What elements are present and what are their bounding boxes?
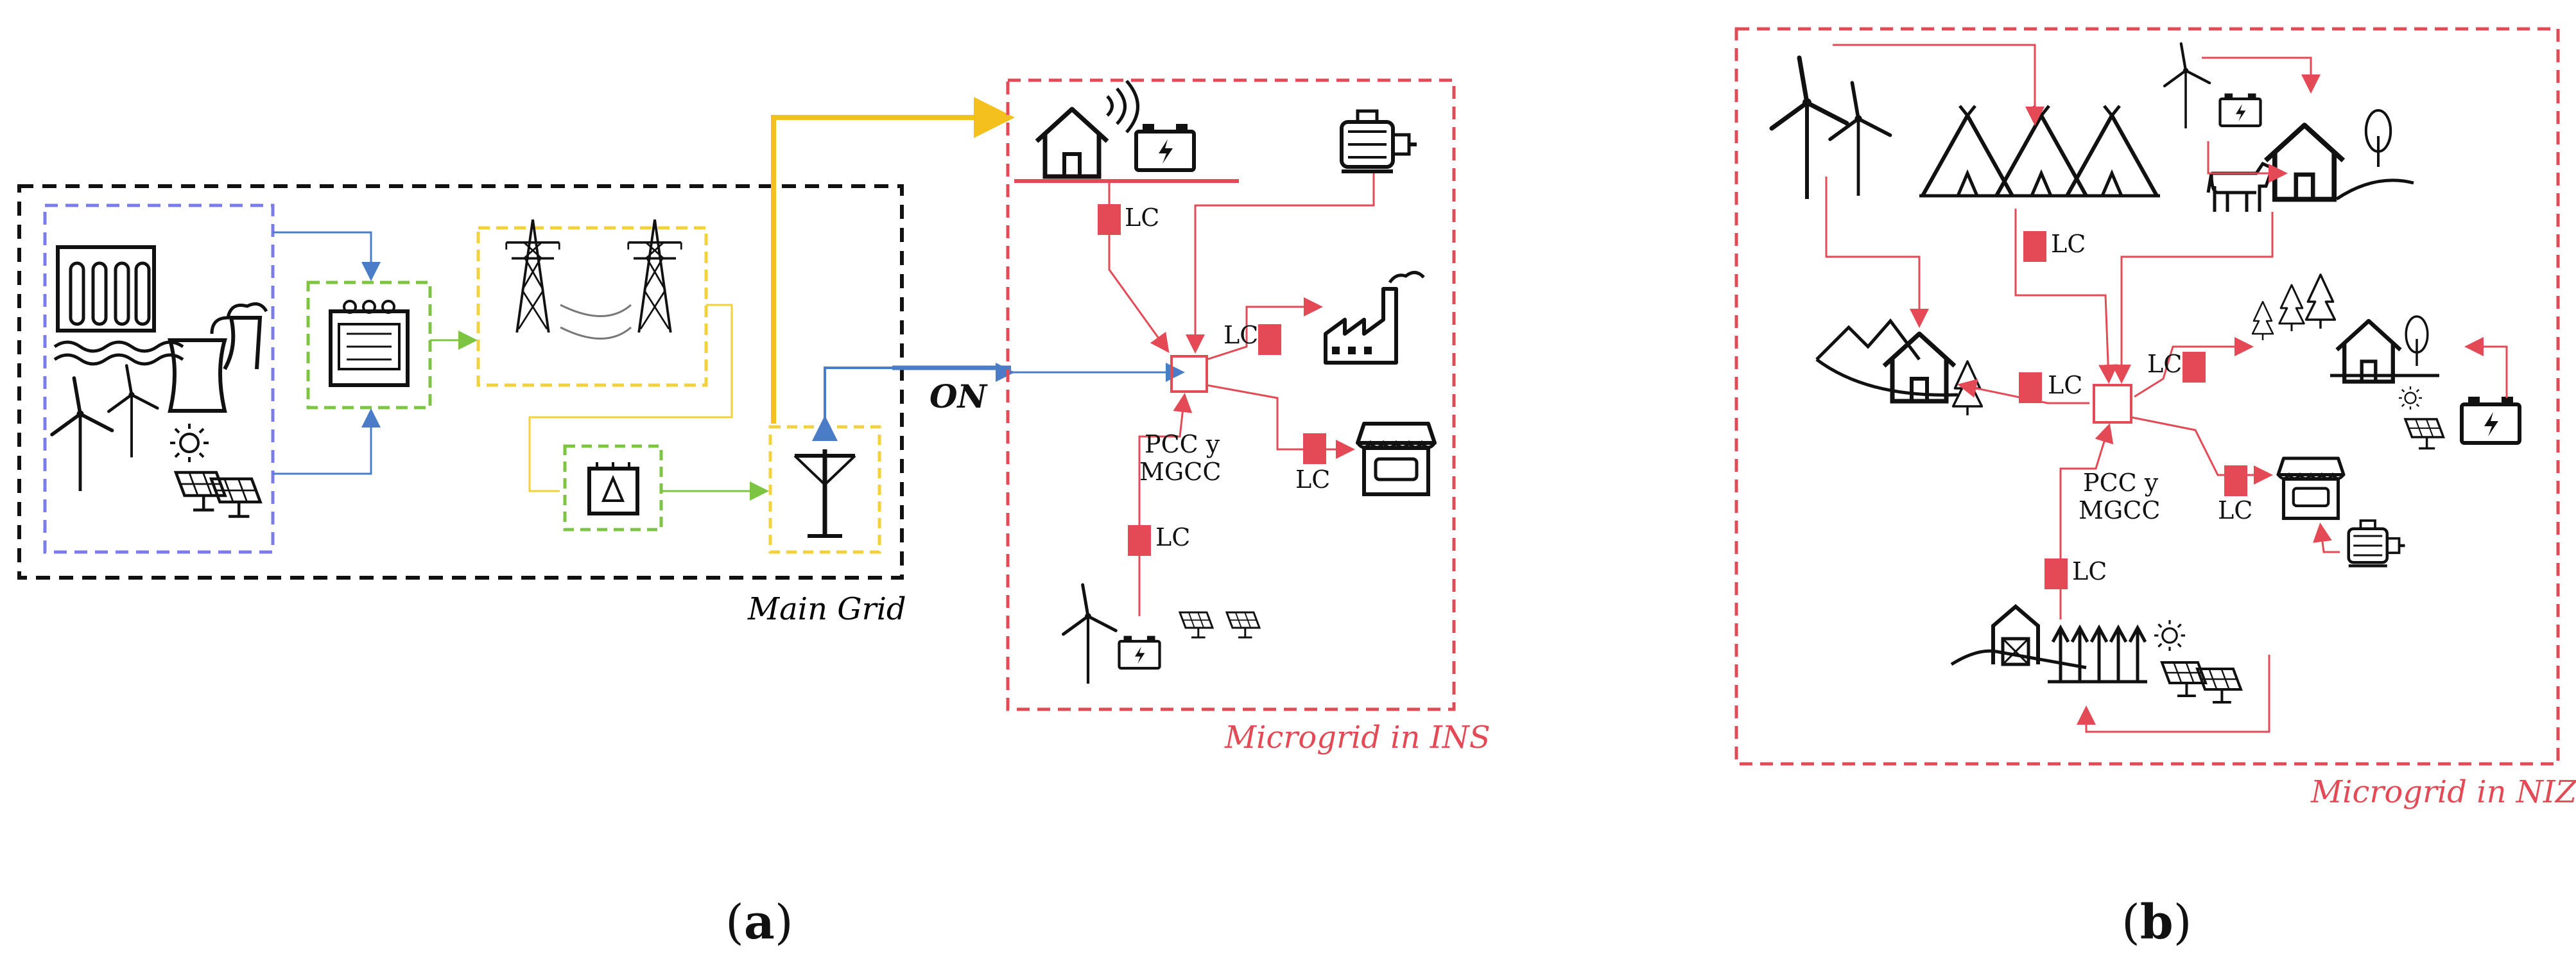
feeder-line (771, 97, 1015, 424)
solar-panel-icon (176, 472, 261, 517)
microgrid-niz-boundary (1734, 27, 2560, 766)
main-grid-boundary (17, 184, 904, 580)
cooling-tower-icon (168, 302, 268, 413)
lc-box (1258, 324, 1281, 355)
pcc-node (1170, 355, 1208, 393)
shop-icon (2278, 458, 2344, 519)
substation-block (306, 281, 432, 410)
lc-label: LC (2051, 230, 2086, 258)
transmission-tower-icon (627, 218, 683, 334)
solar-panel-icon (1225, 611, 1261, 639)
lc-box (1303, 433, 1326, 464)
transmission-block (476, 226, 708, 387)
distribution-transformer-block (563, 444, 663, 532)
main-grid-label: Main Grid (747, 591, 906, 627)
house-icon (1037, 109, 1107, 177)
forest-icon (2251, 273, 2337, 341)
microgrid-ins-label: Microgrid in INS (1224, 720, 1491, 756)
lc-box (2044, 558, 2068, 589)
lc-box (2224, 465, 2247, 496)
caption-a: (a) (725, 895, 793, 950)
lc-label: LC (2147, 350, 2182, 378)
caption-b: (b) (2122, 895, 2192, 950)
wifi-icon (1106, 80, 1139, 134)
lc-label: LC (2072, 557, 2107, 585)
battery-icon (1136, 124, 1194, 170)
wind-turbine-icon (1830, 83, 1890, 196)
microgrid-niz-label: Microgrid in NIZ (2310, 774, 2576, 810)
wind-turbine-icon (2165, 44, 2209, 128)
pcc-label: PCC y (1145, 430, 1220, 458)
mgcc-label: MGCC (2079, 496, 2160, 524)
pad-transformer-icon (587, 462, 639, 515)
lc-label: LC (1223, 321, 1258, 349)
solar-panel-icon (2404, 418, 2445, 450)
transformer-icon (329, 300, 410, 387)
generation-block (43, 203, 275, 554)
shop-icon (1358, 424, 1435, 494)
on-label: ON (929, 377, 989, 415)
wind-turbine-icon (52, 378, 112, 491)
solar-panel-icon (2162, 662, 2241, 702)
lc-label: LC (2048, 371, 2082, 399)
distribution-pole-icon (793, 449, 856, 538)
lc-label: LC (1295, 465, 1330, 494)
panel-a: ON Main Grid Microgrid in INS LC LC (17, 78, 1491, 950)
lc-box (1128, 525, 1151, 556)
lc-box (1098, 204, 1121, 235)
sun-icon (169, 422, 210, 463)
sun-icon (2398, 385, 2423, 411)
lc-label: LC (1125, 203, 1159, 232)
cow-icon (2206, 161, 2275, 212)
mountain-icon (1815, 318, 1921, 361)
motor-icon (2349, 521, 2405, 566)
mgcc-label: MGCC (1139, 458, 1221, 486)
panel-b: Microgrid in NIZ (1734, 27, 2576, 950)
pcc-node (2093, 384, 2132, 424)
tree-icon (2405, 315, 2429, 367)
house-icon (2266, 125, 2344, 200)
lc-box (2019, 372, 2042, 403)
dam-icon (53, 245, 184, 366)
factory-icon (1326, 272, 1424, 363)
wind-turbine-icon (108, 366, 157, 458)
tipi-icon (1919, 106, 2160, 196)
microgrid-niz-links (1825, 44, 2508, 733)
lc-label: LC (2218, 496, 2252, 524)
wind-turbine-icon (1064, 585, 1116, 684)
barn-icon (1950, 604, 2087, 670)
tree-icon (2366, 110, 2390, 167)
solar-panel-icon (1179, 611, 1214, 639)
battery-icon (1119, 636, 1160, 668)
battery-icon (2220, 94, 2261, 126)
sun-icon (2153, 619, 2186, 652)
wheat-icon (2048, 624, 2147, 684)
motor-icon (1342, 111, 1417, 171)
lc-box (2023, 231, 2046, 262)
pcc-label: PCC y (2083, 469, 2159, 497)
wind-turbine-icon (1772, 58, 1847, 199)
microgrid-ins-boundary (1006, 78, 1456, 711)
grid-connectors (273, 231, 769, 501)
lc-box (2183, 352, 2206, 383)
lc-label: LC (1155, 523, 1190, 551)
transmission-tower-icon (505, 218, 561, 334)
battery-icon (2462, 397, 2520, 443)
house-icon (2337, 321, 2401, 382)
